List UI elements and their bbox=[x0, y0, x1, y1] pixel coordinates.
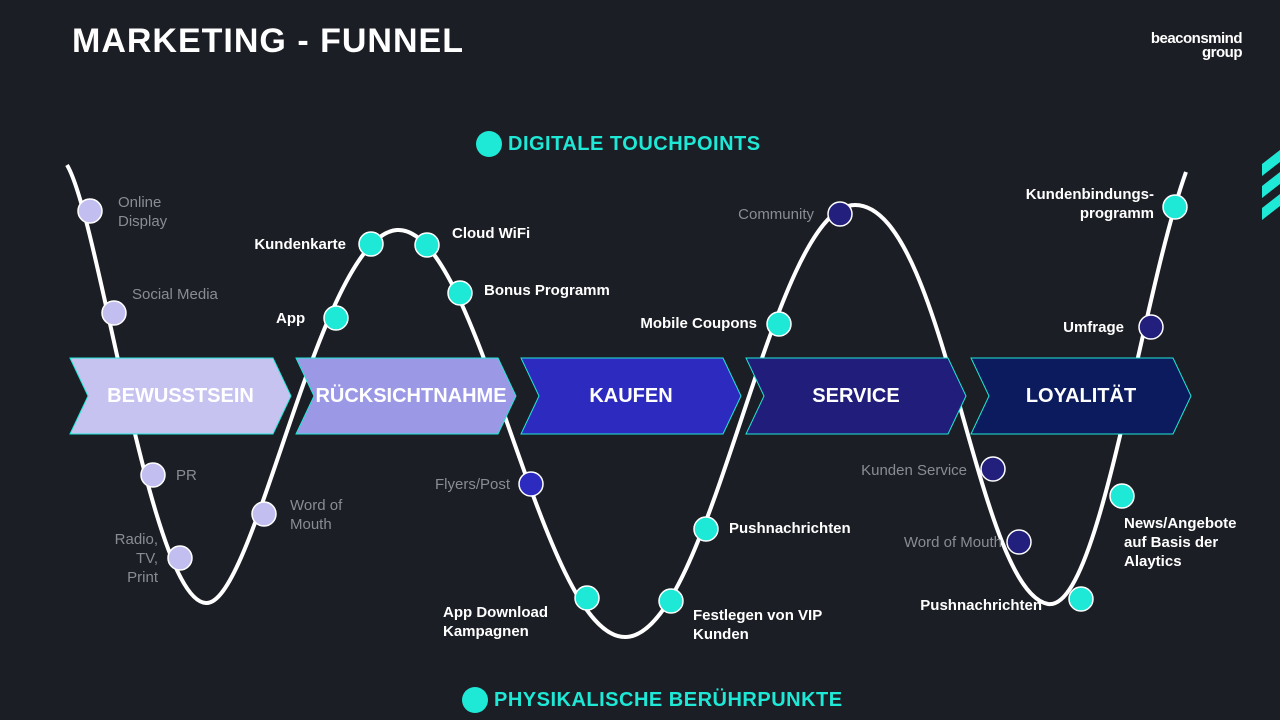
label-community: Community bbox=[738, 206, 814, 223]
dot-word-of-mouth-2 bbox=[1006, 529, 1032, 555]
dot-online-display bbox=[77, 198, 103, 224]
dot-radio-tv-print bbox=[167, 545, 193, 571]
stage-arrow-kaufen bbox=[520, 357, 742, 435]
logo-line-2: group bbox=[1202, 44, 1243, 61]
stage-arrow-service bbox=[745, 357, 967, 435]
stage-label-bewusstsein: BEWUSSTSEIN bbox=[107, 384, 254, 407]
label-word-of-mouth-2: Word of Mouth bbox=[903, 534, 1002, 551]
dot-umfrage bbox=[1138, 314, 1164, 340]
label-pushnachrichten-1: Pushnachrichten bbox=[729, 520, 851, 537]
legend-physical: PHYSIKALISCHE BERÜHRPUNKTE bbox=[462, 687, 843, 713]
stage-label-ruecksichtnahme: RÜCKSICHTNAHME bbox=[315, 384, 507, 407]
legend-physical-label: PHYSIKALISCHE BERÜHRPUNKTE bbox=[494, 688, 843, 711]
label-kundenkarte: Kundenkarte bbox=[254, 236, 346, 253]
page-title: MARKETING - FUNNEL bbox=[72, 22, 464, 60]
label-pr: PR bbox=[176, 467, 197, 484]
dot-kundenkarte bbox=[358, 231, 384, 257]
dot-flyers-post bbox=[518, 471, 544, 497]
dot-pushnachrichten-2 bbox=[1068, 586, 1094, 612]
company-logo: beaconsmind group bbox=[1132, 30, 1243, 61]
digital-dot-icon bbox=[476, 131, 502, 157]
label-radio-tv-print: Radio,TV,Print bbox=[114, 531, 158, 586]
dot-news-angebote bbox=[1109, 483, 1135, 509]
dot-social-media bbox=[101, 300, 127, 326]
label-bonus-programm: Bonus Programm bbox=[484, 282, 610, 299]
label-mobile-coupons: Mobile Coupons bbox=[640, 315, 757, 332]
stage-arrow-loyalitaet bbox=[970, 357, 1192, 435]
dot-app-download bbox=[574, 585, 600, 611]
dot-kunden-service bbox=[980, 456, 1006, 482]
label-umfrage: Umfrage bbox=[1063, 319, 1124, 336]
label-app: App bbox=[276, 310, 306, 327]
dot-bonus-programm bbox=[447, 280, 473, 306]
dot-mobile-coupons bbox=[766, 311, 792, 337]
logo-line-1: beaconsmind bbox=[1150, 30, 1243, 47]
label-pushnachrichten-2: Pushnachrichten bbox=[920, 597, 1042, 614]
label-social-media: Social Media bbox=[132, 286, 218, 303]
stage-label-service: SERVICE bbox=[812, 384, 900, 407]
dot-community bbox=[827, 201, 853, 227]
label-flyers-post: Flyers/Post bbox=[434, 476, 510, 493]
stage-arrow-ruecksichtnahme bbox=[295, 357, 517, 435]
dot-festlegen-vip bbox=[658, 588, 684, 614]
dot-pushnachrichten-1 bbox=[693, 516, 719, 542]
dot-kundenbindungsprogramm bbox=[1162, 194, 1188, 220]
stage-label-loyalitaet: LOYALITÄT bbox=[1025, 384, 1137, 407]
legend-digital-label: DIGITALE TOUCHPOINTS bbox=[508, 132, 761, 155]
physical-dot-icon bbox=[462, 687, 488, 713]
label-kundenbindungsprogramm: Kundenbindungs-programm bbox=[1025, 186, 1154, 222]
dot-word-of-mouth-1 bbox=[251, 501, 277, 527]
dot-pr bbox=[140, 462, 166, 488]
dot-cloud-wifi bbox=[414, 232, 440, 258]
stage-label-kaufen: KAUFEN bbox=[589, 384, 673, 407]
dot-app bbox=[323, 305, 349, 331]
legend-digital: DIGITALE TOUCHPOINTS bbox=[476, 131, 761, 157]
stage-arrow-bewusstsein bbox=[69, 357, 292, 435]
label-kunden-service: Kunden Service bbox=[861, 462, 967, 479]
label-cloud-wifi: Cloud WiFi bbox=[452, 225, 531, 242]
decorative-stripes bbox=[1262, 150, 1280, 220]
funnel-curve bbox=[65, 163, 1188, 640]
